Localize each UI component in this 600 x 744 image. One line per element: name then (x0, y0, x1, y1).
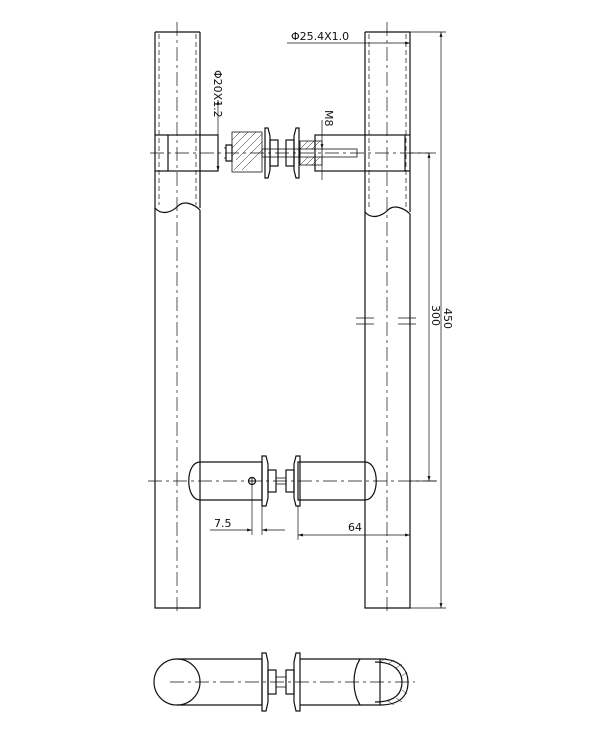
lower-crossbar (148, 455, 440, 507)
dim-offset: 7.5 (210, 485, 285, 535)
dim-inner-tube: Φ20X1.2 (211, 70, 224, 171)
label-overall-length: 450 (441, 308, 454, 329)
break-marks (356, 317, 416, 325)
label-inner-length: 300 (429, 305, 442, 326)
label-inner-tube: Φ20X1.2 (211, 70, 224, 118)
dim-thread: M8 (320, 110, 335, 180)
label-standoff: 64 (348, 521, 362, 534)
right-tube (364, 22, 411, 615)
label-thread: M8 (322, 110, 335, 127)
left-tube (154, 22, 201, 615)
label-outer-tube: Φ25.4X1.0 (291, 30, 349, 43)
dim-overall-length: 450 (410, 31, 454, 609)
side-view (153, 652, 415, 712)
dim-standoff: 64 (297, 506, 410, 540)
dim-outer-tube: Φ25.4X1.0 (287, 30, 410, 45)
dim-inner-length: 300 (410, 152, 442, 482)
upper-crossbar-section (150, 127, 430, 179)
label-offset: 7.5 (214, 517, 232, 530)
